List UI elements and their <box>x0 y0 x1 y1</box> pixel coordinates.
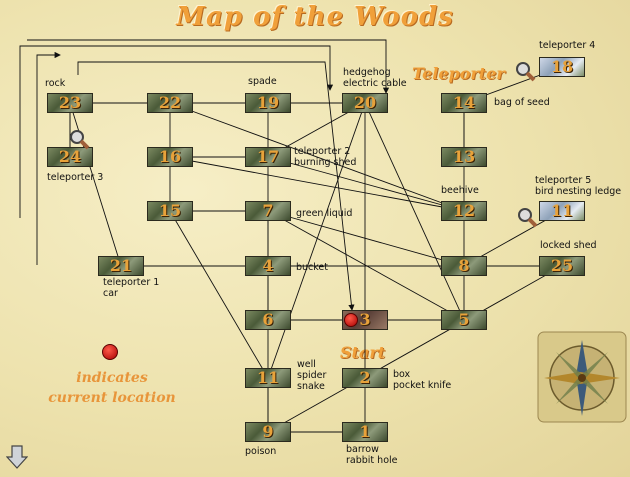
location-number: 22 <box>158 93 182 112</box>
location-node-17[interactable]: 17 <box>245 147 291 167</box>
location-node-11[interactable]: 11 <box>245 368 291 388</box>
node-label-7: green liquid <box>296 208 353 219</box>
outer-route-mid <box>77 61 355 311</box>
node-label-25: locked shed <box>540 240 597 251</box>
location-node-21[interactable]: 21 <box>98 256 144 276</box>
location-node-19[interactable]: 19 <box>245 93 291 113</box>
legend-line1: indicates <box>76 370 148 386</box>
outer-route-left <box>36 51 61 265</box>
location-node-16[interactable]: 16 <box>147 147 193 167</box>
path-line-8-7 <box>267 209 465 267</box>
node-label-24: teleporter 3 <box>47 172 104 183</box>
location-number: 15 <box>158 201 182 220</box>
location-number: 11 <box>550 201 574 220</box>
location-number: 9 <box>262 422 274 441</box>
outer-route-left2 <box>19 45 334 218</box>
location-number: 16 <box>158 147 182 166</box>
location-node-1[interactable]: 1 <box>342 422 388 442</box>
location-number: 25 <box>550 256 574 275</box>
location-node-20[interactable]: 20 <box>342 93 388 113</box>
node-label-23: rock <box>45 78 66 89</box>
location-node-15[interactable]: 15 <box>147 201 193 221</box>
location-node-12[interactable]: 12 <box>441 201 487 221</box>
location-node-3[interactable]: 3 <box>342 310 388 330</box>
location-number: 19 <box>256 93 280 112</box>
path-line-12-17 <box>267 155 465 212</box>
node-label-14: bag of seed <box>494 97 550 108</box>
magnifier-icon <box>518 208 538 228</box>
location-number: 7 <box>262 201 274 220</box>
location-number: 2 <box>359 368 371 387</box>
location-node-7[interactable]: 7 <box>245 201 291 221</box>
location-node-14[interactable]: 14 <box>441 93 487 113</box>
location-number: 21 <box>109 256 133 275</box>
location-number: 17 <box>256 147 280 166</box>
path-line-11-20 <box>267 102 367 379</box>
location-number: 13 <box>452 147 476 166</box>
magnifier-icon <box>516 62 536 82</box>
location-node-2[interactable]: 2 <box>342 368 388 388</box>
location-number: 1 <box>359 422 371 441</box>
path-line-12-22 <box>169 101 465 212</box>
location-node-13[interactable]: 13 <box>441 147 487 167</box>
current-location-marker <box>344 313 358 327</box>
teleporter-heading: Teleporter <box>412 64 505 83</box>
location-number: 18 <box>550 57 574 76</box>
path-line-11-15 <box>169 210 269 379</box>
location-number: 4 <box>262 256 274 275</box>
location-number: 12 <box>452 201 476 220</box>
path-line-7-5 <box>267 210 465 321</box>
node-label-19: spade <box>248 76 277 87</box>
node-label-18: teleporter 4 <box>539 40 596 51</box>
path-line-16-12 <box>169 156 465 214</box>
start-heading: Start <box>340 343 386 362</box>
down-arrow-icon[interactable] <box>6 444 28 470</box>
magnifier-icon <box>70 130 90 150</box>
location-node-9[interactable]: 9 <box>245 422 291 442</box>
location-node-8[interactable]: 8 <box>441 256 487 276</box>
location-number: 5 <box>458 310 470 329</box>
compass-rose-icon <box>537 331 627 423</box>
location-number: 6 <box>262 310 274 329</box>
location-node-6[interactable]: 6 <box>245 310 291 330</box>
location-number: 8 <box>458 256 470 275</box>
legend-line2: current location <box>48 390 176 406</box>
location-number: 14 <box>452 93 476 112</box>
location-node-4[interactable]: 4 <box>245 256 291 276</box>
legend-text: indicates current location <box>42 368 182 408</box>
node-label-9: poison <box>245 446 277 457</box>
page-title: Map of the Woods <box>176 2 454 32</box>
location-number: 23 <box>58 93 82 112</box>
node-label-4: bucket <box>296 262 329 273</box>
location-number: 20 <box>353 93 377 112</box>
location-node-18[interactable]: 18 <box>539 57 585 77</box>
current-location-legend-marker <box>102 344 118 360</box>
outer-route-top <box>27 39 390 94</box>
location-number: 11 <box>256 368 280 387</box>
location-node-22[interactable]: 22 <box>147 93 193 113</box>
location-node-24[interactable]: 24 <box>47 147 93 167</box>
location-node-25[interactable]: 25 <box>539 256 585 276</box>
location-number: 24 <box>58 147 82 166</box>
location-node-23[interactable]: 23 <box>47 93 93 113</box>
location-node-10[interactable]: 11 <box>539 201 585 221</box>
path-line-5-20 <box>364 102 465 321</box>
node-label-12: beehive <box>441 185 479 196</box>
path-line-25-9 <box>267 265 563 433</box>
location-number: 3 <box>359 310 371 329</box>
location-node-5[interactable]: 5 <box>441 310 487 330</box>
